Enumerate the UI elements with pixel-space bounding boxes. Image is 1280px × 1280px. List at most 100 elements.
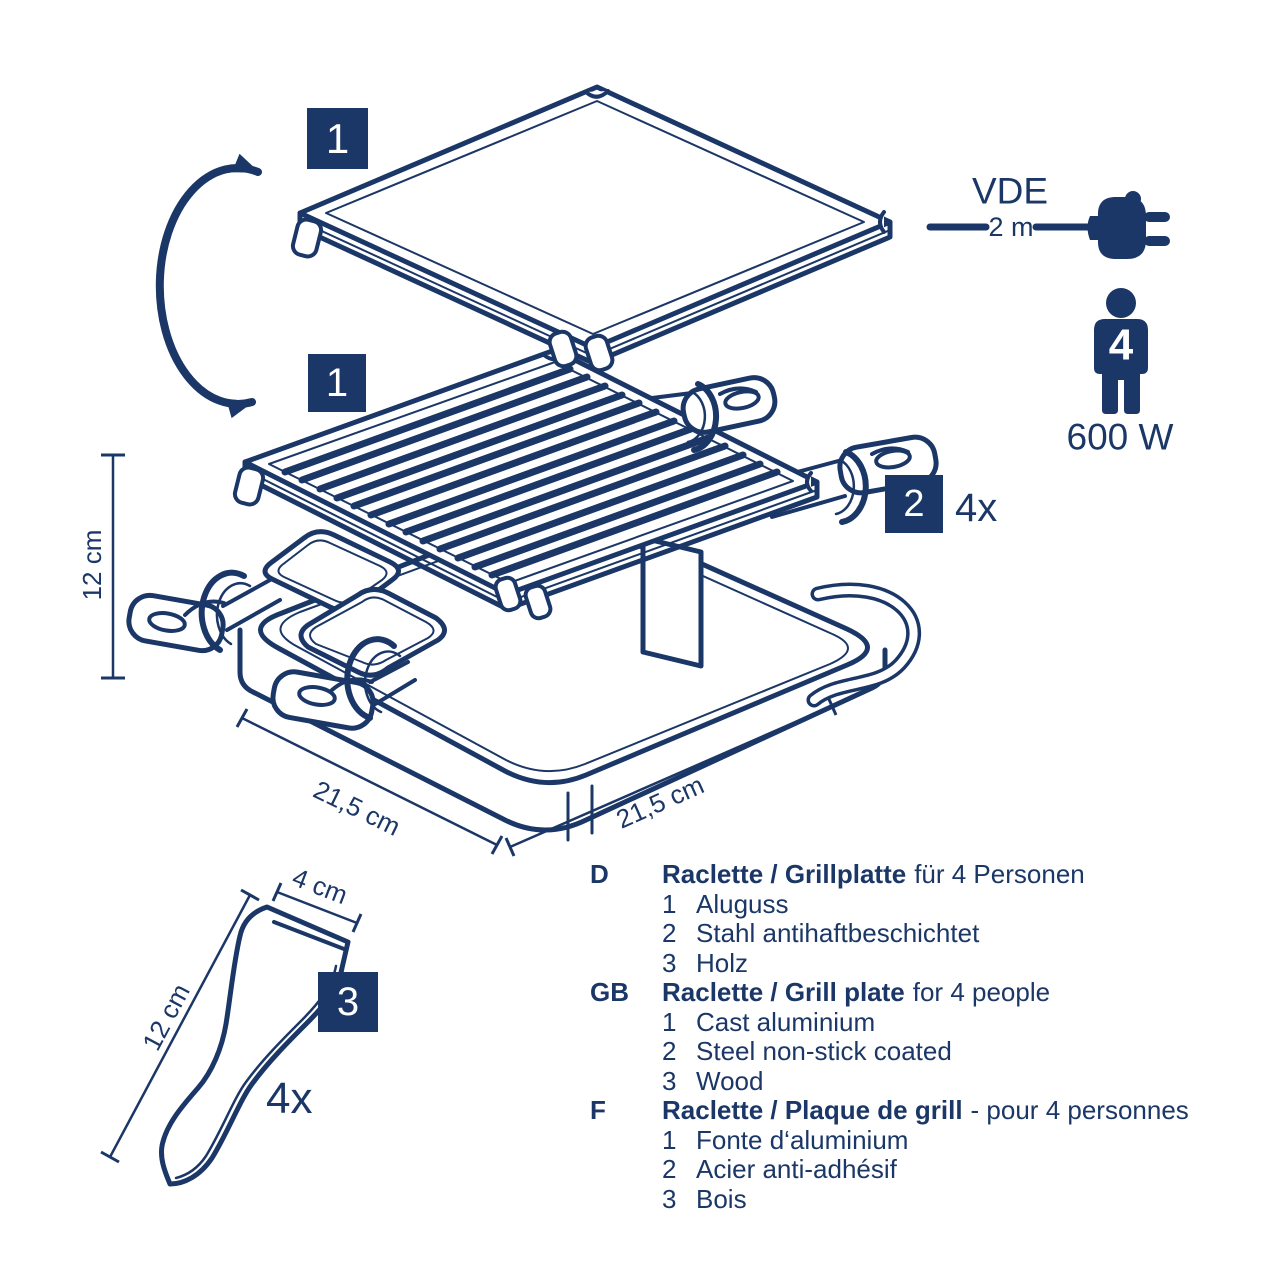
pan-clip <box>839 449 869 525</box>
legend-item-num: 1 <box>662 1006 677 1037</box>
part-tag-spatula: 3 <box>318 972 378 1032</box>
top-plate-corner-tab <box>290 217 324 259</box>
legend-item: 1 Fonte d‘aluminium <box>590 1124 1280 1156</box>
spatula-inner-line <box>174 964 338 1180</box>
pan-handle-bar <box>770 494 847 519</box>
cable-length-label: 2 m <box>988 212 1033 242</box>
legend-item-num: 1 <box>662 1124 677 1155</box>
flip-arrow-icon <box>155 153 262 419</box>
part-tag-top-plate: 1 <box>307 108 368 169</box>
pan-tray-front-inner <box>309 596 435 666</box>
top-plate-corner-notch <box>584 89 610 99</box>
pan-handle-bar <box>368 660 410 684</box>
grill-corner-tab <box>232 465 266 507</box>
pan-clip-inner <box>686 390 707 444</box>
pan-handle-stripe <box>330 677 374 692</box>
legend-item-text: Steel non-stick coated <box>696 1036 952 1066</box>
legend-item-num: 3 <box>662 1065 677 1096</box>
power-plug-icon <box>926 191 1170 259</box>
plug-prong <box>1144 212 1170 222</box>
legend-item-num: 3 <box>662 947 677 978</box>
spatula-length-label: 12 cm <box>136 979 196 1056</box>
top-plate <box>290 84 893 373</box>
top-plate-inner-rim <box>325 100 865 335</box>
pan-clip <box>344 636 397 721</box>
spatula-outline <box>159 904 351 1187</box>
pan-handle-bar <box>225 598 282 632</box>
pan-quantity: 4x <box>955 486 998 530</box>
legend-item: 3 Wood <box>590 1065 1280 1097</box>
pan-clip <box>691 381 720 453</box>
legend-item-text: Acier anti-adhésif <box>696 1154 897 1184</box>
part-tag-grill-plate: 1 <box>308 354 366 412</box>
base-width-label: 21,5 cm <box>309 774 405 842</box>
legend-item-num: 2 <box>662 918 677 948</box>
legend-title-bold: Raclette / Grillplatte <box>662 859 907 889</box>
part-tag-pan: 2 <box>885 475 943 533</box>
spatula-quantity: 4x <box>266 1074 313 1123</box>
top-plate-corner-notch <box>878 210 886 234</box>
legend-item-text: Stahl antihaftbeschichtet <box>696 918 980 948</box>
pan-clip-inner <box>363 650 402 714</box>
pan-clip-inner <box>215 582 252 646</box>
pan-clip <box>198 569 247 653</box>
legend-item-num: 1 <box>662 888 677 919</box>
device-height-label: 12 cm <box>77 530 107 601</box>
legend-item-text: Fonte d‘aluminium <box>696 1124 909 1155</box>
legend-item: 2 Acier anti-adhésif <box>590 1154 1280 1185</box>
pan-tray-front <box>298 587 447 678</box>
pan-handle-stripe <box>718 386 758 396</box>
power-cord <box>806 582 922 708</box>
person-body <box>1094 319 1148 414</box>
power-label: 600 W <box>1067 417 1174 458</box>
plug-top-bump <box>1125 191 1141 207</box>
spatula-blade-width-label: 4 cm <box>288 862 351 910</box>
legend-item-num: 3 <box>662 1183 677 1214</box>
person-icon <box>1094 288 1148 414</box>
grill-corner-tab <box>523 583 553 621</box>
pan-handle-bar <box>221 578 272 608</box>
person-head <box>1106 288 1136 318</box>
grill-corner-tab <box>493 575 523 613</box>
grill-plate <box>232 347 820 621</box>
legend-item-num: 2 <box>662 1036 677 1066</box>
legend-item-text: Wood <box>696 1065 764 1096</box>
persons-count: 4 <box>1109 321 1134 370</box>
legend-subtitle: für 4 Personen <box>914 859 1085 889</box>
legend-lang: GB <box>590 977 629 1007</box>
top-plate-corner-tab <box>547 329 579 369</box>
spatula-blade-edge <box>272 920 346 951</box>
legend-item: 2 Stahl antihaftbeschichtet <box>590 918 1280 949</box>
grill-ribs <box>281 365 781 579</box>
top-plate-corner-tab <box>583 333 615 373</box>
top-plate-outline <box>297 84 893 351</box>
legend-title-bold: Raclette / Grill plate <box>662 977 905 1007</box>
plug-body <box>1087 197 1146 259</box>
legend-item: 2 Steel non-stick coated <box>590 1036 1280 1067</box>
legend-item-text: Aluguss <box>696 888 789 919</box>
legend-title-bold: Raclette / Plaque de grill <box>662 1095 963 1125</box>
legend-title: Raclette / Plaque de grill- pour 4 perso… <box>662 1095 1280 1126</box>
plug-prong <box>1144 236 1170 246</box>
dimension-lines <box>100 453 838 1164</box>
legend-subtitle: for 4 people <box>912 977 1051 1007</box>
base-depth-label: 21,5 cm <box>612 769 709 834</box>
pan-handle-hole <box>297 685 337 707</box>
vde-label: VDE <box>972 171 1048 212</box>
pan-handle-stripe <box>870 446 910 456</box>
legend-subtitle: - pour 4 personnes <box>970 1095 1189 1125</box>
pan-handle-hole <box>723 389 761 411</box>
spatula <box>159 904 351 1187</box>
pan-clip-inner <box>834 458 856 516</box>
legend-item-num: 2 <box>662 1154 677 1184</box>
legend-item: 1 Aluguss <box>590 888 1280 920</box>
pan-handle-bar <box>370 678 417 708</box>
